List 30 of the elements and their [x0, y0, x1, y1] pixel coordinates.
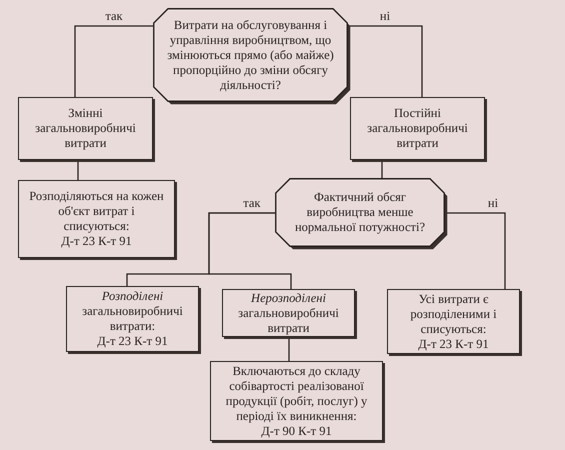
connector-line — [208, 212, 292, 289]
node-text: Нерозподілені загальновиробничі витрати — [237, 290, 340, 336]
connector-line — [288, 337, 290, 361]
node-text: Д-т 90 К-т 91 — [261, 424, 332, 438]
node-text: Включаються до складу собівартості реалізованої продукції (робіт, послуг) у періоді їх виникнення: — [224, 364, 368, 424]
process-box — [210, 361, 383, 441]
connector-line — [74, 25, 153, 97]
process-box — [18, 180, 175, 258]
node-text: Розподіляються на кожен об'єкт витрат і списуються: — [28, 189, 165, 234]
node-text: Постійні загальновиробничі витрати — [366, 106, 469, 151]
decision-octagon — [275, 178, 448, 250]
process-box — [66, 286, 199, 352]
node-text: Д-т 23 К-т 91 — [61, 234, 132, 249]
process-box — [387, 289, 520, 354]
node-text: Змінні загальновиробничі витрати — [34, 106, 137, 151]
connector-line — [445, 212, 506, 289]
node-text: Д-т 23 К-т 91 — [97, 334, 168, 349]
edge-label: ні — [378, 9, 392, 23]
connector-line — [381, 160, 383, 178]
process-box — [350, 97, 485, 160]
connector-line — [348, 25, 423, 97]
connector-line — [77, 160, 79, 180]
node-text: Розподілені загальновиробничі витрати: — [81, 289, 184, 334]
node-text: Фактичний обсяг виробництва менше нормальної потужності? — [294, 190, 426, 235]
node-text: Усі витрати є розподіленими і списуються: — [409, 292, 498, 336]
process-box — [18, 97, 153, 160]
edge-label: ні — [486, 196, 500, 210]
node-text: Д-т 23 К-т 91 — [418, 336, 489, 352]
node-text: Витрати на обслуговування і управління виробництвом, що змінюються прямо (або майже) пропорційно до зміни обсягу діяльності? — [166, 18, 335, 92]
process-box — [222, 289, 355, 337]
